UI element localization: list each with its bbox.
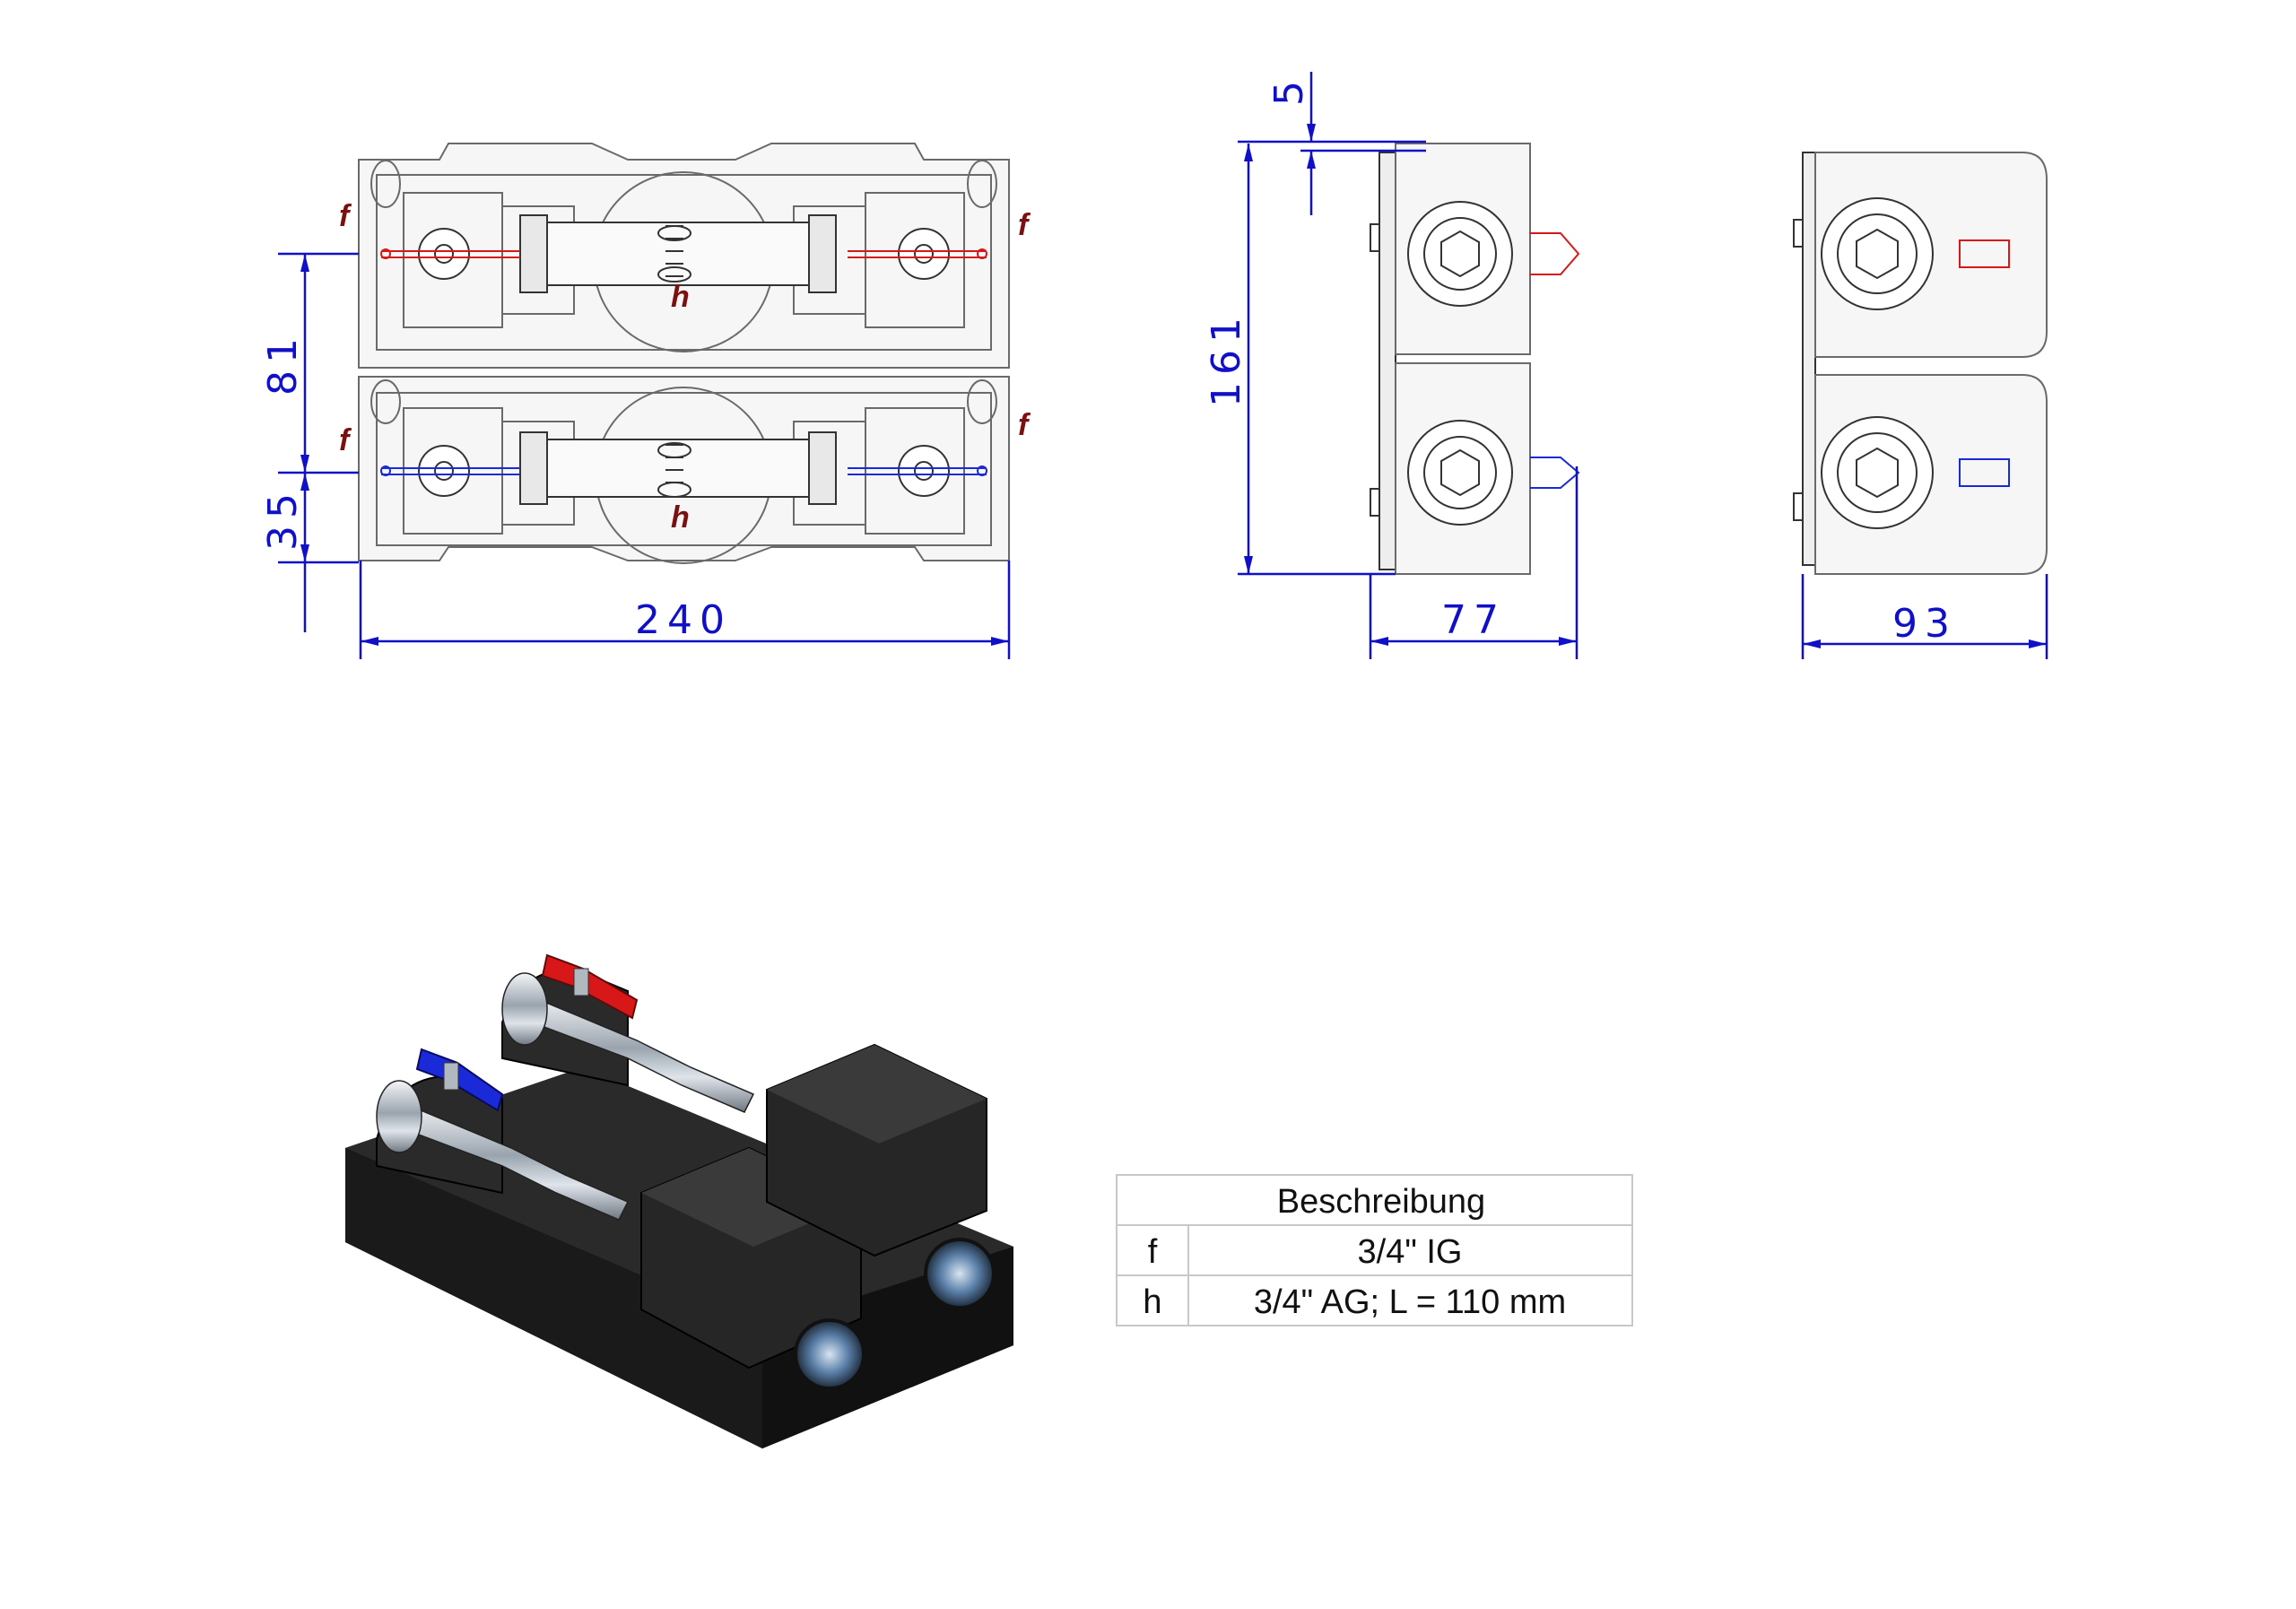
table-row-value: 3/4" AG; L = 110 mm (1254, 1283, 1566, 1321)
label-h-upper: h (671, 280, 690, 314)
front-dimension-lines (278, 252, 1011, 659)
dim-width-front: 240 (635, 597, 732, 643)
dim-height-total: 161 (1204, 310, 1249, 407)
description-table (1116, 1174, 1633, 1326)
rear-view (1793, 152, 2048, 575)
side-dimension-lines (1238, 72, 1578, 659)
isometric-view (345, 953, 1013, 1448)
label-f-bottom-left: f (339, 423, 352, 457)
label-f-top-right: f (1018, 208, 1031, 242)
dim-depth-rear: 93 (1892, 601, 1957, 647)
side-view (1370, 143, 1580, 575)
dim-height-lower: 35 (260, 486, 306, 551)
dim-top-offset: 5 (1266, 74, 1312, 106)
rear-dimension-lines (1801, 574, 2048, 659)
dim-depth-side: 77 (1441, 597, 1506, 643)
front-view (358, 143, 1010, 564)
table-row-value: 3/4" IG (1358, 1233, 1463, 1271)
label-f-bottom-right: f (1018, 408, 1031, 442)
label-h-lower: h (671, 500, 690, 535)
table-header: Beschreibung (1277, 1183, 1485, 1221)
label-f-top-left: f (339, 199, 352, 233)
table-row-key: h (1143, 1283, 1161, 1321)
dim-height-upper: 81 (260, 331, 306, 396)
table-row-key: f (1148, 1233, 1158, 1271)
